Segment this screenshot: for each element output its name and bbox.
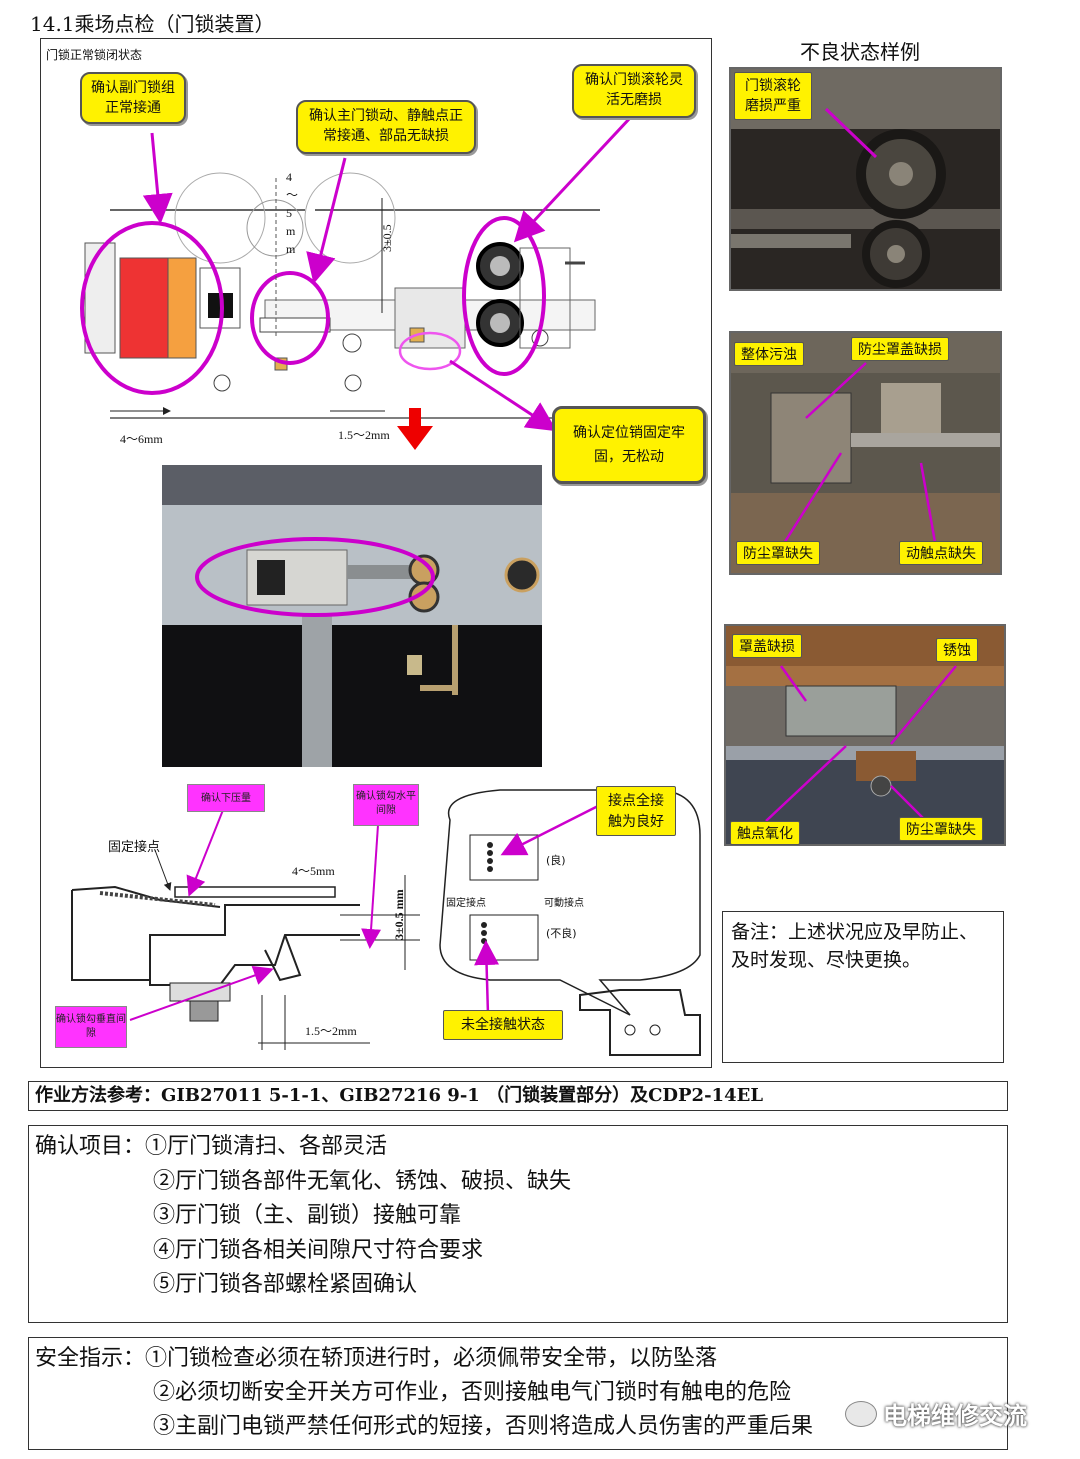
clearance-drawing bbox=[71, 789, 701, 1056]
confirm-item-3: ③厅门锁（主、副锁）接触可靠 bbox=[153, 1203, 462, 1228]
safety-item-2: ②必须切断安全开关方可作业，否则接触电气门锁时有触电的危险 bbox=[153, 1380, 792, 1405]
confirm-label: 确认项目： bbox=[35, 1134, 146, 1159]
note-hook-horizontal: 确认锁勾水平间隙 bbox=[353, 784, 419, 826]
label-bad: (不良) bbox=[546, 927, 577, 940]
safety-label: 安全指示： bbox=[35, 1346, 146, 1371]
label-roller-worn: 门锁滚轮磨损严重 bbox=[734, 72, 812, 120]
sample-photo-rust bbox=[724, 624, 1006, 846]
label-fixed-contact: 固定接点 bbox=[108, 840, 161, 855]
samples-header: 不良状态样例 bbox=[800, 40, 920, 64]
safety-line-1: 安全指示：①门锁检查必须在轿顶进行时，必须佩带安全带，以防坠落 bbox=[35, 1342, 1001, 1376]
door-lock-drawing bbox=[80, 116, 632, 450]
confirm-item-2: ②厅门锁各部件无氧化、锈蚀、破损、缺失 bbox=[153, 1168, 572, 1194]
dim-4-5-bottom: 4～5mm bbox=[292, 864, 335, 878]
confirm-line-1: 确认项目：①厅门锁清扫、各部灵活 bbox=[35, 1130, 1001, 1165]
note-main-contact: 确认主门锁动、静触点正常接通、部品无缺损 bbox=[296, 100, 476, 154]
sample-photo-dirty bbox=[729, 331, 1002, 575]
confirm-items-box: 确认项目：①厅门锁清扫、各部灵活 ②厅门锁各部件无氧化、锈蚀、破损、缺失 ③厅门… bbox=[28, 1125, 1008, 1323]
note-pin: 确认定位销固定牢固，无松动 bbox=[552, 406, 706, 484]
watermark-text: 电梯维修交流 bbox=[883, 1402, 1027, 1430]
label-moving-contact-small: 可動接点 bbox=[544, 898, 584, 909]
safety-item-3: ③主副门电锁严禁任何形式的短接，否则将造成人员伤害的严重后果 bbox=[153, 1414, 814, 1439]
door-lock-photo bbox=[162, 465, 542, 767]
label-good: (良) bbox=[546, 854, 566, 867]
dim-4-6: 4～6mm bbox=[120, 432, 163, 446]
main-diagram-panel bbox=[40, 38, 712, 1068]
confirm-item-1: ①厅门锁清扫、各部灵活 bbox=[145, 1134, 388, 1159]
remark-text: 备注：上述状况应及早防止、及时发现、尽快更换。 bbox=[731, 921, 979, 971]
note-pressure: 确认下压量 bbox=[187, 784, 265, 812]
dim-vertical-3: 3±0.5 bbox=[380, 224, 394, 252]
remark-box: 备注：上述状况应及早防止、及时发现、尽快更换。 bbox=[722, 911, 1004, 1063]
dim-vertical-4-5: 4～5mm bbox=[286, 170, 299, 256]
confirm-item-4: ④厅门锁各相关间隙尺寸符合要求 bbox=[153, 1237, 484, 1263]
note-contact-good: 接点全接触为良好 bbox=[596, 786, 676, 836]
note-hook-vertical: 确认锁勾垂直间隙 bbox=[55, 1006, 127, 1048]
safety-item-1: ①门锁检查必须在轿顶进行时，必须佩带安全带，以防坠落 bbox=[145, 1346, 718, 1371]
method-reference-text: 作业方法参考：GIB27011 5-1-1、GIB27216 9-1 （门锁装置… bbox=[35, 1085, 763, 1106]
watermark: 电梯维修交流 bbox=[845, 1396, 1027, 1431]
label-fixed-contact-small: 固定接点 bbox=[446, 898, 486, 909]
note-sub-lock: 确认副门锁组正常接通 bbox=[80, 72, 186, 124]
label-cover-missing: 防尘罩缺失 bbox=[736, 541, 820, 565]
page-title: 14.1乘场点检（门锁装置） bbox=[30, 12, 275, 36]
label-cover-missing-2: 防尘罩缺失 bbox=[899, 817, 983, 841]
label-cover-damaged-2: 罩盖缺损 bbox=[732, 634, 802, 658]
note-contact-bad: 未全接触状态 bbox=[443, 1010, 563, 1040]
label-moving-contact-missing: 动触点缺失 bbox=[899, 541, 983, 565]
wechat-icon bbox=[845, 1400, 877, 1427]
label-dirty: 整体污浊 bbox=[734, 342, 804, 366]
panel-caption: 门锁正常锁闭状态 bbox=[46, 48, 143, 62]
confirm-item-5: ⑤厅门锁各部螺栓紧固确认 bbox=[153, 1272, 418, 1297]
dim-3-bottom: 3±0.5 mm bbox=[392, 889, 406, 940]
label-rust: 锈蚀 bbox=[936, 638, 978, 662]
dim-1-5-2-top: 1.5～2mm bbox=[338, 428, 390, 442]
dim-1-5-2-bottom: 1.5～2mm bbox=[305, 1024, 357, 1038]
safety-box: 安全指示：①门锁检查必须在轿顶进行时，必须佩带安全带，以防坠落 ②必须切断安全开… bbox=[28, 1337, 1008, 1450]
note-roller: 确认门锁滚轮灵活无磨损 bbox=[572, 64, 696, 118]
label-cover-damaged: 防尘罩盖缺损 bbox=[851, 337, 949, 361]
label-contact-oxidized: 触点氧化 bbox=[730, 821, 800, 845]
method-reference: 作业方法参考：GIB27011 5-1-1、GIB27216 9-1 （门锁装置… bbox=[28, 1081, 1008, 1111]
